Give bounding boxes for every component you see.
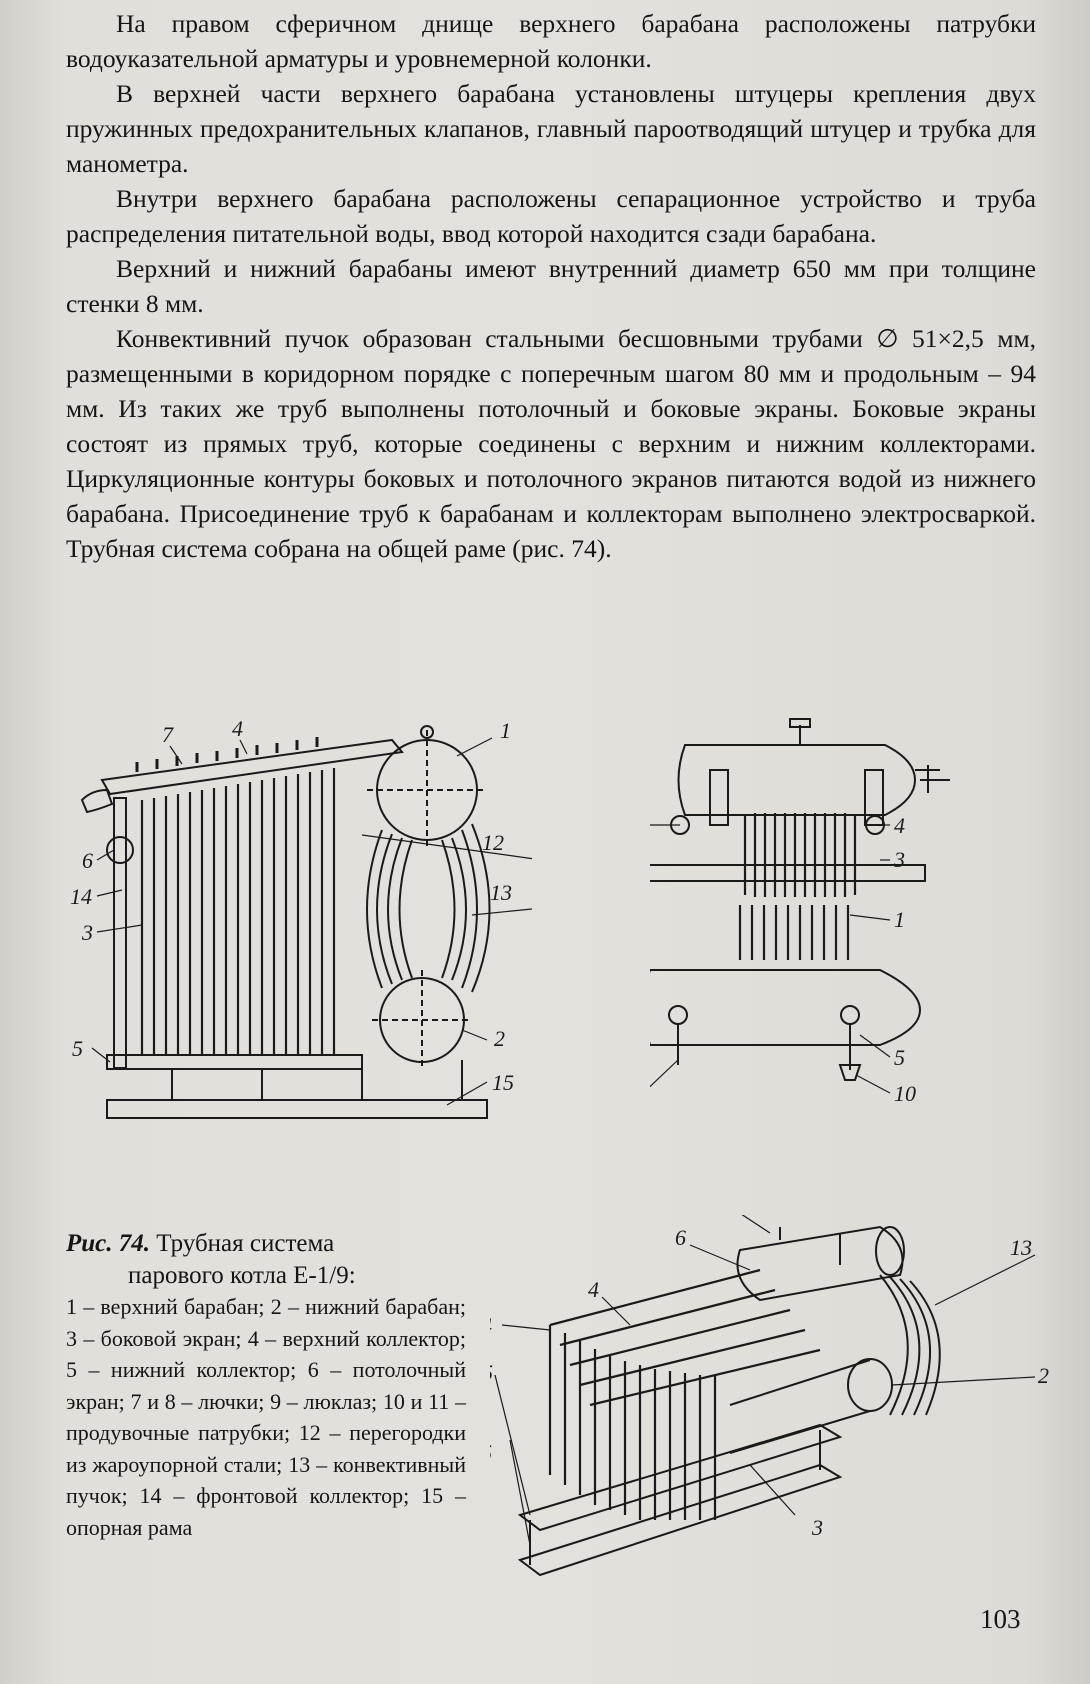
- callout-1: 1: [500, 720, 511, 743]
- paragraph: Верхний и нижний барабаны имеют внутренн…: [66, 254, 1036, 318]
- callout-6: 6: [675, 1225, 686, 1250]
- page-number: 103: [980, 1604, 1021, 1634]
- paragraph: В верхней части верхнего барабана устано…: [66, 79, 1036, 178]
- boiler-front-view-drawing: 9 4 8 4 3 1 5 10 11: [650, 718, 950, 1106]
- figure-title-line-2: парового котла Е-1/9:: [128, 1261, 356, 1289]
- callout-14: 14: [490, 1313, 492, 1338]
- callout-10: 10: [894, 1081, 916, 1106]
- figure-legend: 1 – верхний барабан; 2 – нижний барабан;…: [66, 1294, 466, 1540]
- callout-15: 15: [490, 1440, 492, 1465]
- figure-caption-title: Рис. 74. Трубная система парового котла …: [66, 1228, 466, 1291]
- callout-6: 6: [82, 848, 93, 873]
- callout-2: 2: [494, 1026, 505, 1051]
- callout-5: 5: [72, 1036, 83, 1061]
- callout-12: 12: [482, 830, 504, 855]
- callout-3: 3: [811, 1515, 823, 1540]
- paragraph: Внутри верхнего барабана расположены сеп…: [66, 184, 1036, 248]
- callout-2: 2: [1038, 1363, 1049, 1388]
- boiler-side-view-drawing: 7 4 1 6 14 3 12 13 2 5 15: [70, 720, 532, 1119]
- paragraph: Конвективний пучок образован стальными б…: [66, 324, 1036, 563]
- callout-4: 4: [588, 1277, 599, 1302]
- callout-1: 1: [894, 907, 905, 932]
- callout-5: 5: [490, 1360, 493, 1385]
- figure-caption: Рис. 74. Трубная система парового котла …: [66, 1228, 466, 1543]
- callout-3: 3: [893, 847, 905, 872]
- callout-15: 15: [492, 1070, 514, 1095]
- callout-4: 4: [232, 720, 243, 741]
- callout-4-right: 4: [894, 813, 905, 838]
- callout-3: 3: [81, 920, 93, 945]
- callout-5: 5: [894, 1045, 905, 1070]
- boiler-isometric-drawing: 1 6 4 13 14 2 5 15 3: [490, 1215, 1049, 1577]
- callout-7: 7: [162, 722, 174, 747]
- figure-title-line-1: Трубная система: [156, 1230, 335, 1257]
- paragraph: На правом сферичном днище верхнего бараб…: [66, 9, 1036, 73]
- callout-1: 1: [718, 1215, 729, 1218]
- callout-13: 13: [490, 880, 512, 905]
- body-text: На правом сферичном днище верхнего бараб…: [66, 6, 1036, 566]
- figure-label: Рис. 74.: [66, 1230, 151, 1257]
- callout-13: 13: [1010, 1235, 1032, 1260]
- callout-14: 14: [70, 884, 92, 909]
